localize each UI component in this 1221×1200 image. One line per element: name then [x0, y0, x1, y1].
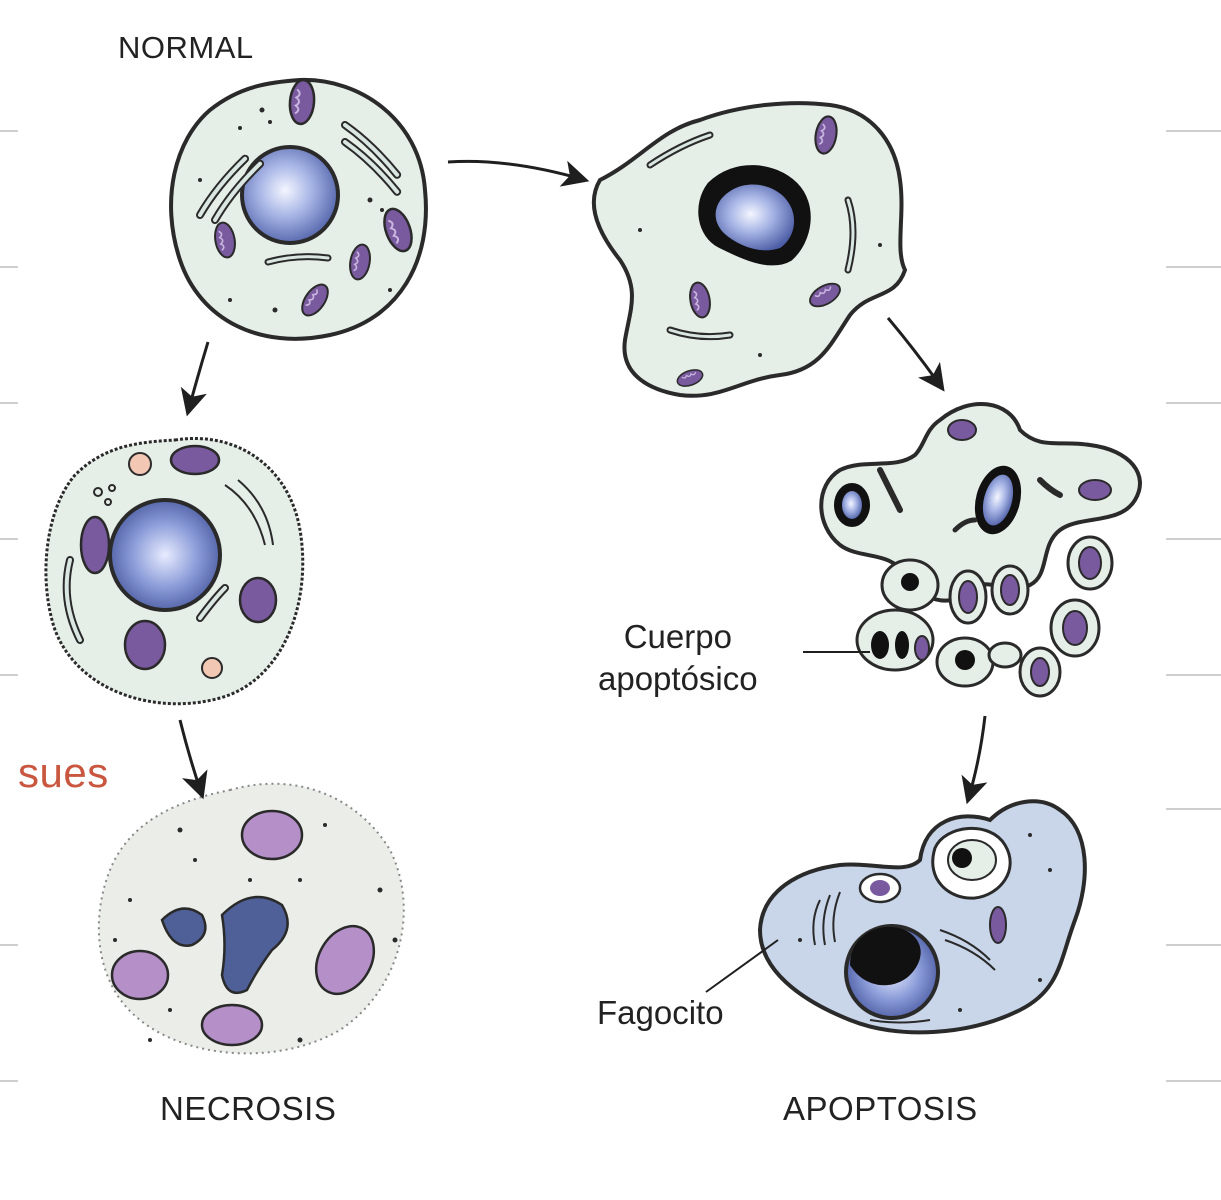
edge-rule-left — [0, 1080, 18, 1082]
label-cuerpo-line1: Cuerpo — [623, 618, 732, 655]
flow-arrows — [178, 159, 988, 805]
necrosis-late-cell — [97, 782, 405, 1055]
clipped-slide-text: sues — [18, 749, 109, 796]
arrow-necrosis-to-late — [178, 719, 208, 800]
apoptosis-blebbing-cell — [819, 402, 1142, 698]
label-fagocito: Fagocito — [597, 994, 724, 1031]
label-normal: NORMAL — [118, 30, 254, 65]
phagocyte-cell — [757, 799, 1087, 1035]
edge-rule-left — [0, 944, 18, 946]
label-cuerpo-line2: apoptósico — [598, 660, 758, 697]
edge-rule-right — [1166, 266, 1221, 268]
arrow-apoptosis-to-phagocyte — [961, 715, 988, 805]
edge-rule-right — [1166, 808, 1221, 810]
apoptosis-shrinking-cell — [591, 101, 908, 398]
label-apoptosis: APOPTOSIS — [783, 1090, 978, 1127]
edge-rule-right — [1166, 674, 1221, 676]
edge-rule-left — [0, 538, 18, 540]
arrow-normal-to-apoptosis — [447, 159, 590, 187]
edge-rule-left — [0, 130, 18, 132]
edge-rule-right — [1166, 1080, 1221, 1082]
label-cuerpo-apoptosico: Cuerpo apoptósico — [598, 616, 758, 700]
label-necrosis: NECROSIS — [160, 1090, 337, 1127]
edge-rule-right — [1166, 130, 1221, 132]
necrosis-swollen-cell — [44, 437, 305, 706]
edge-rule-right — [1166, 402, 1221, 404]
edge-rule-left — [0, 402, 18, 404]
arrow-apoptosis-stage-1-to-2 — [886, 317, 945, 392]
edge-rule-right — [1166, 538, 1221, 540]
edge-rule-right — [1166, 944, 1221, 946]
arrow-normal-to-necrosis — [180, 341, 210, 417]
normal-cell — [169, 77, 428, 341]
edge-rule-left — [0, 674, 18, 676]
leader-fagocito — [705, 939, 779, 993]
edge-rule-left — [0, 266, 18, 268]
